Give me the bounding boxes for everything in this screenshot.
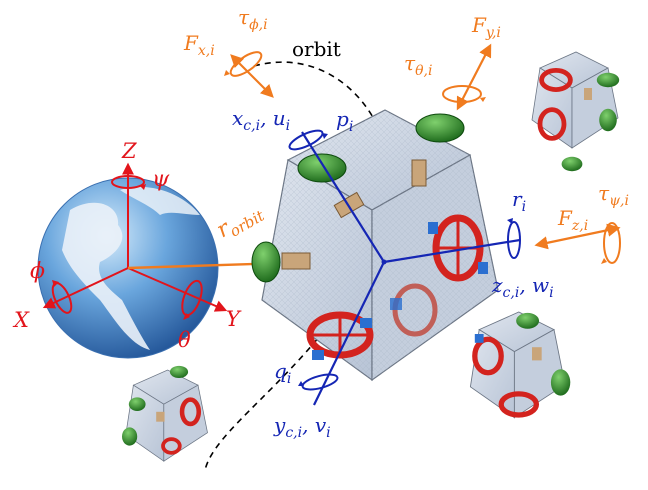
r-rotation-arrow: [507, 221, 521, 259]
body-z-axis: [383, 238, 521, 264]
small-spacecraft-bottom-left: [122, 365, 208, 462]
small-spacecraft-bottom-right: [469, 311, 571, 419]
bracket-left: [281, 252, 311, 270]
body-y-axis: [313, 261, 385, 406]
q-label: qi: [274, 359, 291, 387]
earth-y-label: Y: [226, 307, 242, 331]
r-label: ri: [512, 187, 526, 215]
thruster-top-right: [415, 113, 465, 143]
earth-z-label: Z: [121, 139, 137, 163]
reaction-wheel-bottom: [306, 311, 374, 360]
earth-phi-label: ϕ: [30, 259, 45, 284]
bracket-right: [411, 159, 427, 187]
fy-arrow: [456, 43, 492, 111]
fy-label: Fy,i: [471, 13, 501, 41]
earth-psi-label: ψ: [152, 167, 170, 192]
p-rotation-arrow: [288, 129, 324, 151]
small-spacecraft-top-right: [531, 51, 620, 172]
fx-arrow: [230, 54, 274, 98]
tau-phi-label: τϕ,i: [238, 5, 268, 33]
q-rotation-arrow: [301, 373, 339, 391]
body-x-axis: [301, 131, 385, 263]
earth-frame: Z ψ ϕ X Y θ: [12, 139, 242, 352]
earth-y-axis: [127, 267, 228, 312]
earth-x-label: X: [12, 308, 30, 332]
earth-x-axis: [42, 267, 129, 309]
r-orbit-label: rorbit: [213, 197, 269, 245]
tau-phi-arrow: [229, 51, 263, 77]
fz-arrow: [534, 223, 621, 250]
p-label: pi: [336, 107, 353, 135]
x-axis-label: xc,i, ui: [232, 106, 290, 134]
tau-theta-arrow: [442, 85, 482, 103]
reaction-wheel-right: [428, 214, 488, 282]
y-axis-label: yc,i, vi: [273, 413, 331, 441]
main-spacecraft: [251, 109, 521, 406]
tau-psi-arrow: [603, 222, 621, 264]
z-axis-label: zc,i, wi: [491, 273, 554, 301]
earth-theta-label: θ: [178, 328, 191, 352]
force-torque-group: Fx,i τϕ,i Fy,i τθ,i Fz,i τψ,i: [183, 5, 629, 264]
fz-label: Fz,i: [557, 206, 588, 234]
thruster-top-left: [297, 153, 347, 183]
reaction-wheel-inner: [390, 283, 438, 337]
fx-label: Fx,i: [183, 31, 215, 59]
psi-rotation-arrow: [111, 175, 145, 189]
thruster-left: [251, 241, 281, 283]
orbit-label: orbit: [292, 37, 341, 61]
tau-theta-label: τθ,i: [404, 51, 432, 79]
tau-psi-label: τψ,i: [598, 181, 629, 209]
